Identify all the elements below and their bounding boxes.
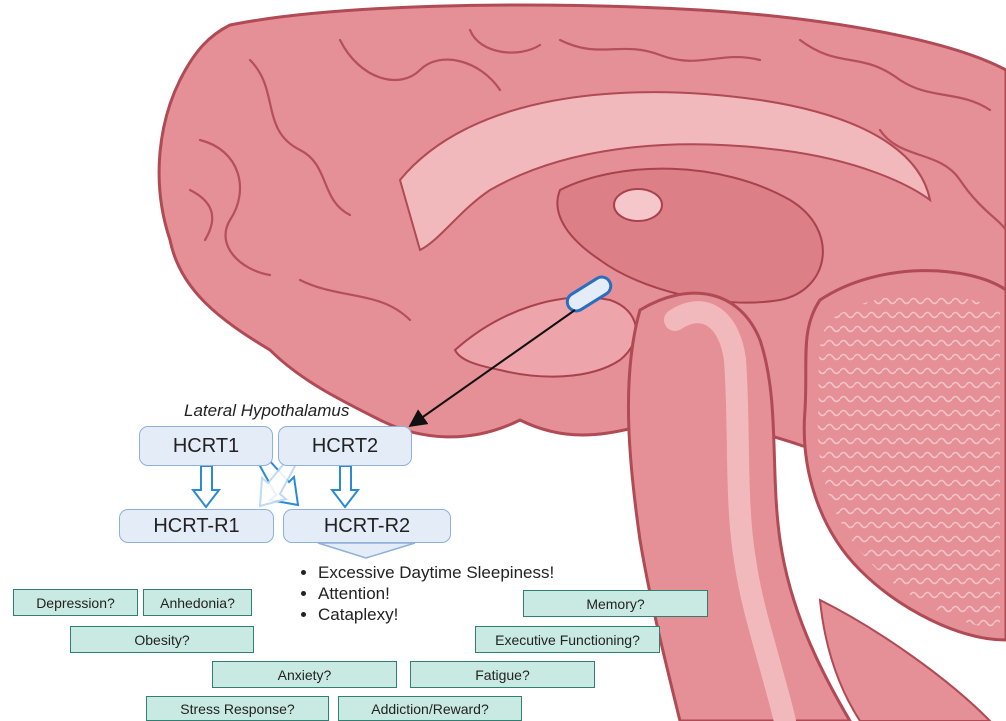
- effect-item: Excessive Daytime Sleepiness!: [318, 562, 554, 583]
- tag-stress-response: Stress Response?: [146, 696, 329, 721]
- hcrt-arrows: [193, 459, 358, 507]
- interthalamic-adhesion: [614, 189, 662, 221]
- tag-depression: Depression?: [13, 589, 138, 616]
- node-hcrt2: HCRT2: [278, 426, 412, 466]
- tag-obesity: Obesity?: [70, 626, 254, 653]
- established-effects-list: Excessive Daytime Sleepiness! Attention!…: [296, 562, 554, 625]
- tag-fatigue: Fatigue?: [410, 661, 595, 688]
- arrow-hcrt2-r2: [332, 466, 358, 507]
- effect-item: Cataplexy!: [318, 604, 554, 625]
- node-hcrt-r1: HCRT-R1: [119, 509, 274, 543]
- node-hcrt-r2: HCRT-R2: [283, 509, 451, 543]
- cerebellum-folia: [818, 294, 1000, 630]
- effect-item: Attention!: [318, 583, 554, 604]
- tag-memory: Memory?: [523, 590, 708, 617]
- tag-anhedonia: Anhedonia?: [143, 589, 252, 616]
- node-hcrt1: HCRT1: [139, 426, 273, 466]
- arrow-hcrt1-r1: [193, 466, 219, 507]
- tag-addiction-reward: Addiction/Reward?: [338, 696, 522, 721]
- tag-executive-functioning: Executive Functioning?: [475, 626, 660, 653]
- tag-anxiety: Anxiety?: [212, 661, 397, 688]
- receptor-output-chevron: [318, 543, 415, 558]
- region-label: Lateral Hypothalamus: [184, 401, 349, 421]
